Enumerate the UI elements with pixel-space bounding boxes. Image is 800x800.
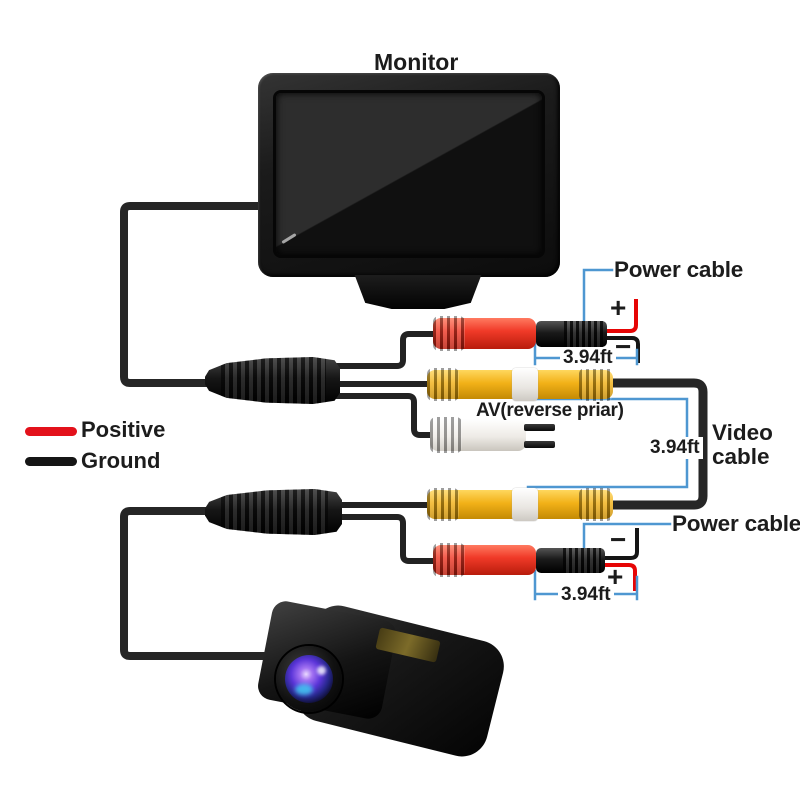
- ground-wire-top: [601, 336, 640, 363]
- camera-harness-splitter: [205, 489, 342, 535]
- video-cable-label: Video cable: [712, 421, 773, 468]
- connector-ridges: [433, 543, 465, 577]
- connector-ridges: [433, 316, 465, 351]
- legend-ground-label: Ground: [81, 448, 161, 473]
- monitor-stand: [354, 275, 482, 309]
- power-bottom-callout-line: [582, 522, 672, 556]
- monitor-screen: [276, 93, 542, 255]
- rca-junction-band-top: [512, 368, 538, 401]
- plus-sign-bottom: +: [607, 561, 624, 592]
- video-cable-label-line2: cable: [712, 443, 770, 469]
- av-connector-label: AV(reverse priar): [476, 400, 624, 421]
- lens-cyan-glint: [295, 684, 313, 695]
- splitter-ridges: [221, 357, 327, 404]
- power-connector-red-bottom: [433, 543, 536, 577]
- power-top-callout-line: [582, 268, 614, 322]
- power-bottom-length: 3.94ft: [558, 584, 614, 606]
- positive-wire-top: [601, 299, 638, 333]
- av-prong: [524, 424, 555, 431]
- monitor-cable: [120, 202, 262, 387]
- positive-color-swatch: [25, 427, 77, 436]
- branch-to-power-bottom: [335, 514, 440, 564]
- legend-positive-label: Positive: [81, 417, 166, 442]
- camera-cable: [120, 507, 270, 660]
- connector-ridges: [427, 488, 459, 521]
- monitor-label: Monitor: [374, 49, 459, 75]
- power-cable-label-top: Power cable: [614, 257, 744, 282]
- dc-plug-bottom: [536, 548, 605, 573]
- connector-ridges: [579, 488, 613, 521]
- branch-to-av: [333, 393, 436, 438]
- plug-ridges: [563, 321, 603, 347]
- minus-sign-bottom: −: [610, 524, 627, 555]
- splitter-ridges: [221, 489, 329, 535]
- dc-plug-top: [536, 321, 607, 347]
- power-connector-red-top: [433, 316, 536, 351]
- monitor-harness-splitter: [205, 357, 340, 404]
- connector-ridges: [430, 417, 462, 453]
- plus-sign-top: +: [610, 292, 627, 323]
- video-cable-label-line1: Video: [712, 420, 773, 445]
- rca-junction-band-bottom: [512, 488, 538, 521]
- plug-ridges: [563, 548, 601, 573]
- connector-ridges: [427, 368, 459, 401]
- ground-color-swatch: [25, 457, 77, 466]
- power-top-length: 3.94ft: [560, 347, 616, 369]
- positive-wire-bottom: [601, 563, 637, 591]
- video-rca-coupler-top: [427, 368, 613, 401]
- av-prong: [524, 441, 555, 448]
- lens-highlight: [317, 666, 326, 675]
- video-cable-loop: [607, 378, 708, 510]
- ground-wire-bottom: [601, 528, 639, 560]
- camera-lens: [285, 655, 333, 703]
- video-length: 3.94ft: [647, 437, 703, 459]
- minus-sign-top: −: [615, 331, 632, 362]
- connector-ridges: [579, 368, 613, 401]
- av-connector-white: [430, 417, 526, 453]
- branch-to-power-top: [333, 331, 440, 369]
- power-cable-label-bottom: Power cable: [672, 511, 800, 536]
